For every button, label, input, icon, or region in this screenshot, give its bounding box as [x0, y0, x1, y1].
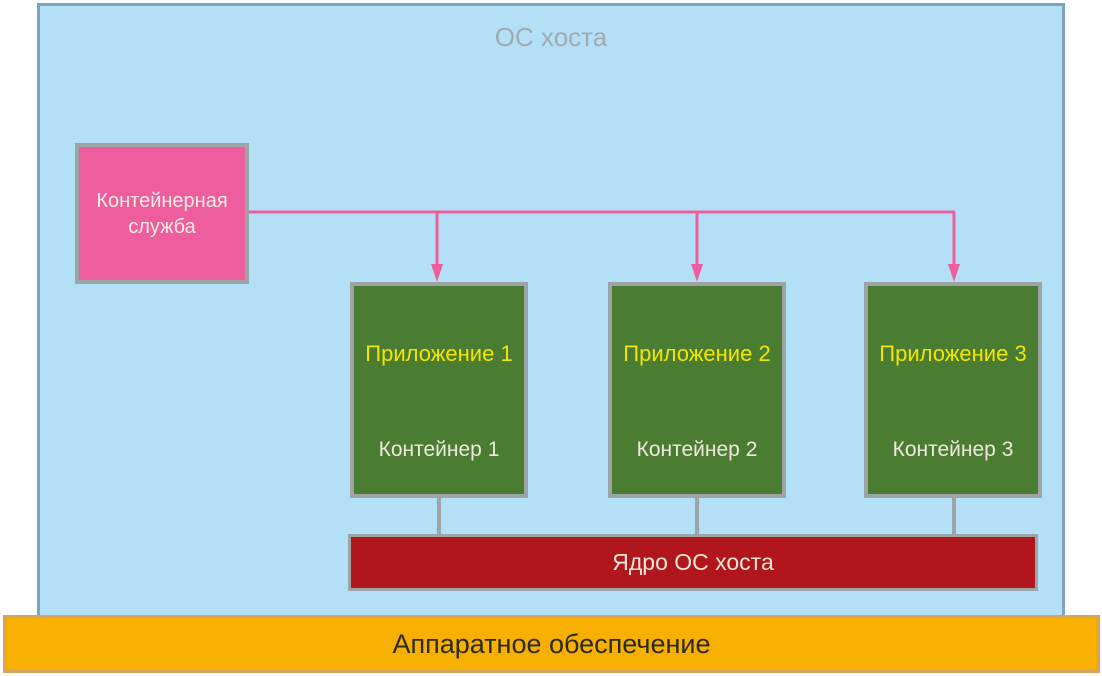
container-label: Контейнер 2: [636, 438, 758, 461]
container-service-label: Контейнерная служба: [96, 189, 228, 238]
app-label: Приложение 2: [623, 341, 771, 366]
container-1: Приложение 1 Контейнер 1: [350, 282, 528, 498]
arrow-head-3: [948, 264, 960, 282]
container-label: Контейнер 3: [892, 438, 1014, 461]
host-os-title: ОС хоста: [494, 22, 608, 52]
hardware-box: Аппаратное обеспечение: [3, 615, 1100, 673]
kernel-links: [437, 497, 956, 535]
container-3: Приложение 3 Контейнер 3: [864, 282, 1042, 498]
container-service-box: Контейнерная служба: [75, 143, 249, 284]
hardware-label: Аппаратное обеспечение: [392, 628, 711, 659]
app-label: Приложение 1: [365, 341, 513, 366]
container-label: Контейнер 1: [378, 438, 500, 461]
app-label: Приложение 3: [879, 341, 1027, 366]
host-kernel-box: Ядро ОС хоста: [348, 534, 1038, 591]
arrow-head-2: [691, 264, 703, 282]
host-kernel-label: Ядро ОС хоста: [612, 549, 774, 575]
container-2: Приложение 2 Контейнер 2: [608, 282, 786, 498]
service-arrows: [249, 210, 960, 282]
arrow-head-1: [431, 264, 443, 282]
